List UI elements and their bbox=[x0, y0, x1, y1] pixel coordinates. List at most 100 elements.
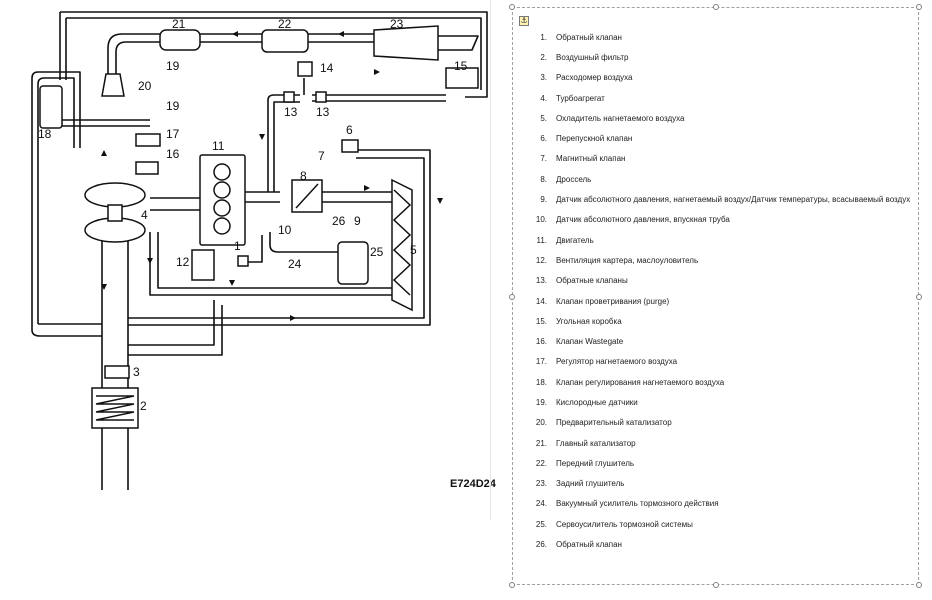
exhaust-return-pipe bbox=[60, 11, 488, 98]
legend-item: 12.Вентиляция картера, маслоуловитель bbox=[531, 250, 916, 270]
callout-label: 23 bbox=[390, 17, 404, 31]
legend-item-number: 23. bbox=[535, 479, 547, 489]
wastegate-valve bbox=[135, 161, 159, 175]
callout-label: 5 bbox=[410, 243, 417, 257]
legend-item-number: 11. bbox=[536, 235, 547, 245]
legend-item-text: Двигатель bbox=[556, 235, 594, 245]
legend-item-text: Задний глушитель bbox=[556, 479, 625, 489]
legend-item: 6.Перепускной клапан bbox=[531, 128, 916, 148]
legend-text-frame[interactable] bbox=[509, 4, 922, 588]
legend-item: 7. Магнитный клапан bbox=[531, 149, 916, 169]
callout-label: 3 bbox=[133, 365, 140, 379]
legend-item: 8. Дроссель bbox=[531, 169, 916, 189]
callout-label: 16 bbox=[166, 147, 180, 161]
legend-item-text: Сервоусилитель тормозной системы bbox=[556, 519, 693, 529]
legend-item-number: 5. bbox=[540, 113, 547, 123]
callout-label: 13 bbox=[284, 105, 298, 119]
legend-item-number: 7. bbox=[540, 154, 547, 164]
callout-label: 17 bbox=[166, 127, 180, 141]
resize-handle-mr[interactable] bbox=[916, 294, 922, 300]
callout-label: 19 bbox=[166, 59, 180, 73]
front-muffler bbox=[261, 29, 309, 53]
intake-bottom-loop bbox=[31, 323, 102, 337]
legend-item-number: 18. bbox=[535, 377, 547, 387]
legend-item: 20. Предварительный катализатор bbox=[531, 413, 916, 433]
flow-arrow bbox=[374, 69, 380, 75]
legend-item-text: Охладитель нагнетаемого воздуха bbox=[556, 113, 685, 123]
callout-label: 25 bbox=[370, 245, 384, 259]
callout-label: 11 bbox=[212, 139, 225, 153]
legend-item-number: 19. bbox=[535, 397, 547, 407]
resize-handle-bc[interactable] bbox=[713, 582, 719, 588]
legend-item-text: Предварительный катализатор bbox=[556, 418, 672, 428]
callout-label: 24 bbox=[288, 257, 302, 271]
cylinder-1 bbox=[213, 163, 231, 181]
throttle-cooler-link bbox=[320, 191, 398, 203]
tailpipe bbox=[438, 35, 479, 51]
flow-arrow bbox=[338, 31, 344, 37]
diagram-code: E724D24 bbox=[450, 478, 497, 490]
callout-label: 20 bbox=[138, 79, 152, 93]
legend-item-text: Дроссель bbox=[556, 174, 592, 184]
legend-item: 9.Датчик абсолютного давления, нагнетаем… bbox=[531, 189, 916, 209]
callout-label: 22 bbox=[278, 17, 292, 31]
waste-gate-line bbox=[62, 119, 150, 127]
legend-item-number: 14. bbox=[535, 296, 547, 306]
brake-servo bbox=[337, 241, 369, 285]
turbo-engine-link bbox=[150, 197, 200, 211]
legend-item: 26.Обратный клапан bbox=[531, 534, 916, 554]
legend-item-number: 20. bbox=[535, 418, 547, 428]
resize-handle-tr[interactable] bbox=[916, 4, 922, 10]
exhaust-return-pipe-inner bbox=[66, 17, 482, 90]
anchor-icon[interactable]: ⚓ bbox=[519, 16, 529, 26]
legend-item-text: Расходомер воздуха bbox=[556, 73, 633, 83]
legend-item: 19. Кислородные датчики bbox=[531, 392, 916, 412]
legend-item-text: Передний глушитель bbox=[556, 458, 635, 468]
resize-handle-tl[interactable] bbox=[509, 4, 515, 10]
legend-item-text: Кислородные датчики bbox=[556, 397, 638, 407]
callout-label: 10 bbox=[278, 223, 292, 237]
legend-item: 10.Датчик абсолютного давления, впускная… bbox=[531, 210, 916, 230]
rear-muffler bbox=[373, 25, 439, 61]
legend-item-text: Магнитный клапан bbox=[556, 154, 626, 164]
legend-item-number: 10. bbox=[535, 215, 547, 225]
legend-item-number: 15. bbox=[535, 316, 547, 326]
legend-item: 16.Клапан Wastegate bbox=[531, 331, 916, 351]
turbo-upper bbox=[84, 182, 146, 208]
legend-item: 21.Главный катализатор bbox=[531, 433, 916, 453]
legend-item-number: 6. bbox=[540, 134, 547, 144]
legend-item-number: 16. bbox=[535, 337, 547, 347]
legend-item-text: Регулятор нагнетаемого воздуха bbox=[556, 357, 678, 367]
callout-label: 9 bbox=[354, 214, 361, 228]
charge-pressure-valve bbox=[39, 85, 63, 129]
pre-catalyst bbox=[101, 73, 125, 97]
legend-item-number: 1. bbox=[540, 32, 547, 42]
legend-item: 23. Задний глушитель bbox=[531, 474, 916, 494]
legend-item-text: Обратные клапаны bbox=[556, 276, 628, 286]
resize-handle-tc[interactable] bbox=[713, 4, 719, 10]
air-filter-element bbox=[95, 395, 135, 421]
exhaust-pipe-mid bbox=[200, 33, 374, 43]
purge-line bbox=[267, 94, 446, 192]
resize-handle-bl[interactable] bbox=[509, 582, 515, 588]
engine-throttle-link bbox=[245, 191, 280, 203]
check-valve-13a bbox=[283, 91, 295, 103]
callout-label: 26 bbox=[332, 214, 346, 228]
turbo-shaft bbox=[107, 204, 123, 222]
flow-arrow bbox=[229, 280, 235, 286]
legend-item-text: Клапан регулирования нагнетаемого воздух… bbox=[556, 377, 725, 387]
resize-handle-ml[interactable] bbox=[509, 294, 515, 300]
legend-item: 25. Сервоусилитель тормозной системы bbox=[531, 514, 916, 534]
callout-label: 13 bbox=[316, 105, 330, 119]
legend-item-text: Датчик абсолютного давления, нагнетаемый… bbox=[556, 195, 911, 205]
resize-handle-br[interactable] bbox=[916, 582, 922, 588]
legend-item-text: Вакуумный усилитель тормозного действия bbox=[556, 499, 719, 509]
legend-item-number: 8. bbox=[540, 174, 547, 184]
cylinder-4 bbox=[213, 217, 231, 235]
cylinder-2 bbox=[213, 181, 231, 199]
legend-item-number: 25. bbox=[535, 519, 547, 529]
exhaust-pipe bbox=[107, 33, 160, 80]
legend-item: 14.Клапан проветривания (purge) bbox=[531, 291, 916, 311]
